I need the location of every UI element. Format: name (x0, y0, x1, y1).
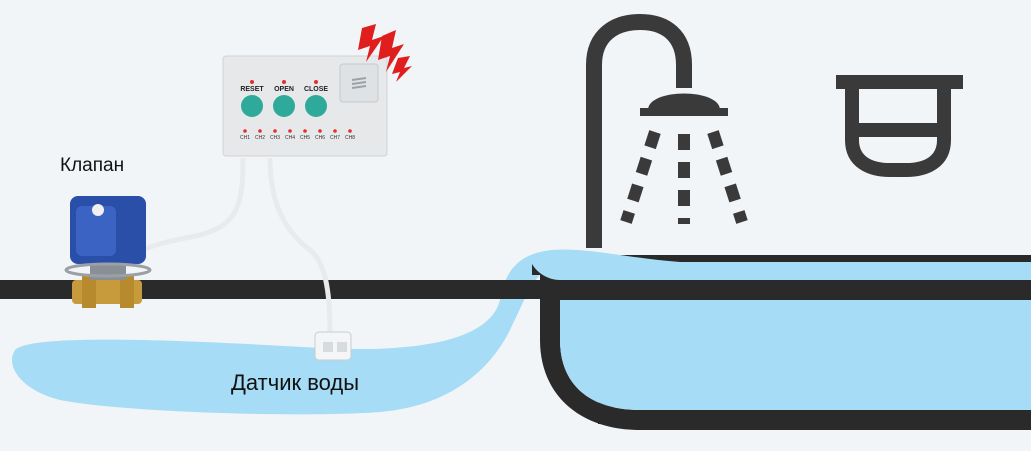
channel-label: CH1 (239, 135, 250, 141)
water-sensor (314, 331, 352, 361)
open-button-label: OPEN (274, 86, 294, 93)
channel-label: CH6 (314, 135, 325, 141)
channel-label: CH8 (344, 135, 355, 141)
bathtub-icon (530, 249, 1031, 430)
channel-label: CH5 (299, 135, 310, 141)
shower-icon (586, 13, 748, 248)
sink-bowl-icon (836, 75, 963, 177)
sensor-cable (267, 157, 333, 333)
water-puddle (12, 250, 560, 415)
reset-button-label: RESET (240, 86, 264, 93)
valve-label: Клапан (60, 155, 125, 176)
channel-label: CH7 (329, 135, 340, 141)
alarm-lightning-icon (358, 24, 412, 82)
water-sensor-label: Датчик воды (231, 370, 360, 395)
valve-cable (89, 157, 246, 263)
ball-valve-icon (64, 196, 152, 308)
channel-label: CH2 (254, 135, 265, 141)
channel-label: CH4 (284, 135, 295, 141)
open-button-shape (273, 95, 295, 117)
channel-label: CH3 (269, 135, 280, 141)
close-button-label: CLOSE (303, 86, 329, 93)
controller-box (222, 55, 388, 157)
close-button-shape (305, 95, 327, 117)
reset-button-shape (241, 95, 263, 117)
